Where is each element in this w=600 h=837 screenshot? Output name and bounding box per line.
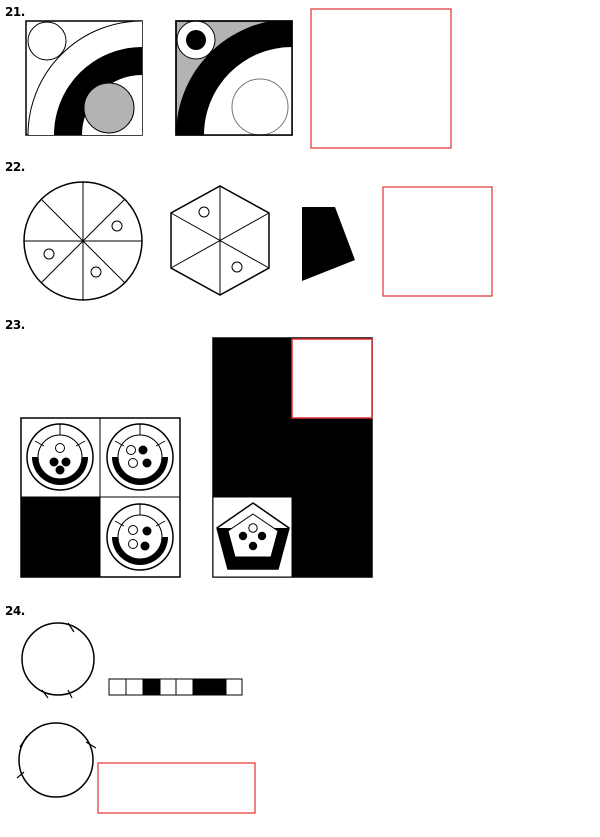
problem-24-strip bbox=[108, 678, 243, 696]
problem-23-tile-2 bbox=[106, 423, 174, 491]
problem-24-circle-2 bbox=[16, 722, 97, 798]
problem-22-number: 22. bbox=[5, 160, 25, 174]
problem-22-octagon-circle bbox=[23, 181, 143, 301]
problem-23-pentagon-tile bbox=[216, 502, 290, 570]
problem-24-number: 24. bbox=[5, 604, 25, 618]
problem-23-grid-right bbox=[212, 337, 373, 578]
problem-21-number: 21. bbox=[5, 5, 25, 19]
problem-21-figure-2 bbox=[175, 20, 293, 136]
problem-22-black-quadrilateral bbox=[302, 207, 355, 281]
problem-23-tile-3 bbox=[106, 503, 174, 571]
problem-21-figure-1 bbox=[25, 20, 143, 136]
problem-24-circle-1 bbox=[21, 622, 95, 699]
problem-24-answer-box[interactable] bbox=[97, 762, 256, 814]
problem-23-tile-1 bbox=[26, 423, 94, 491]
problem-22-hexagon bbox=[170, 185, 270, 296]
problem-23-answer-box[interactable] bbox=[291, 338, 373, 419]
problem-21-answer-box[interactable] bbox=[310, 8, 452, 149]
problem-23-grid-left bbox=[20, 417, 181, 578]
problem-23-number: 23. bbox=[5, 318, 25, 332]
problem-22-answer-box[interactable] bbox=[382, 186, 493, 297]
